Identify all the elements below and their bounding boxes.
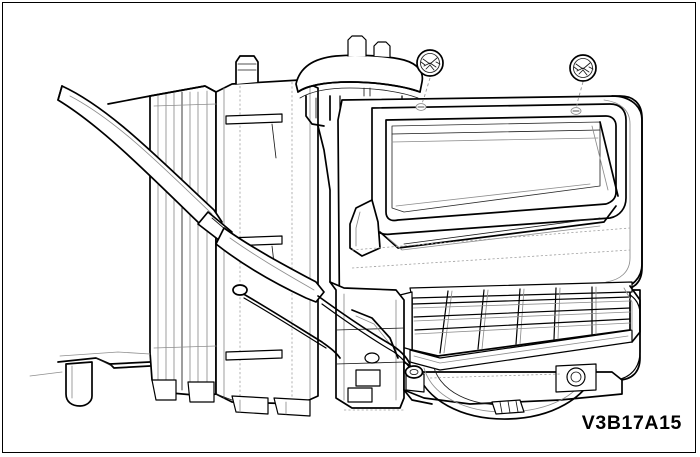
screw-head-icon	[569, 54, 597, 82]
figure-caption: V3B17A15	[581, 412, 682, 434]
fastener-right-callout	[569, 54, 597, 115]
vent-grille	[395, 281, 641, 371]
air-outlet-duct-opening	[349, 103, 627, 257]
mounting-boss	[555, 363, 597, 393]
actuator-mount-block	[329, 281, 405, 409]
case-base-feet	[151, 379, 311, 417]
blower-scroll-arc	[403, 361, 623, 420]
center-body-panel	[215, 55, 319, 405]
fastener-left-callout	[415, 49, 444, 111]
hidden-detail-lines	[153, 103, 631, 411]
screw-head-icon	[416, 49, 444, 77]
mounting-foot	[29, 351, 151, 407]
control-cable	[57, 85, 424, 379]
